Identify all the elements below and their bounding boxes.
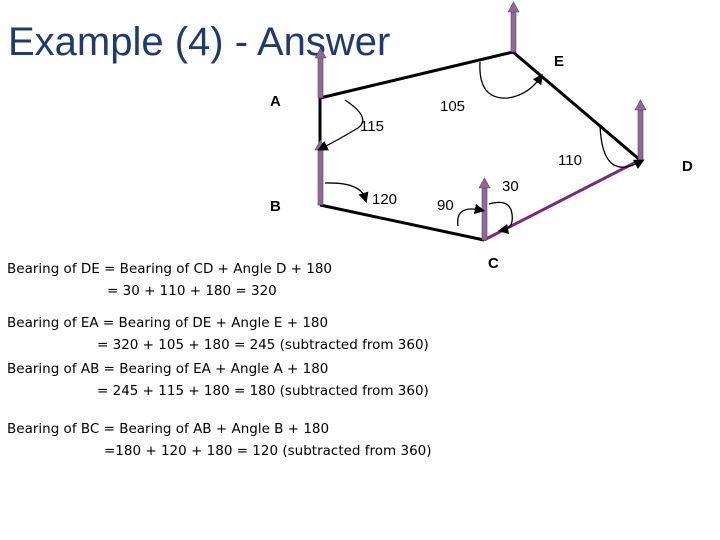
angle-arc-b: [324, 182, 369, 203]
north-arrow-b: [314, 139, 327, 206]
bearing-arc-cd: [488, 201, 513, 235]
angle-label-d: 110: [558, 152, 582, 169]
calc-de-line2: = 30 + 110 + 180 = 320: [107, 283, 277, 299]
angle-label-b: 120: [372, 191, 397, 208]
north-arrow-d: [634, 99, 647, 161]
calc-ea-line1: Bearing of EA = Bearing of DE + Angle E …: [7, 315, 329, 331]
calc-ab-line1: Bearing of AB = Bearing of EA + Angle A …: [7, 361, 329, 377]
angle-label-bearing-cd: 30: [502, 178, 519, 195]
calc-de: Bearing of DE = Bearing of CD + Angle D …: [7, 258, 332, 302]
north-arrow-e: [507, 1, 520, 53]
calc-ea: Bearing of EA = Bearing of DE + Angle E …: [7, 312, 429, 356]
side-bc: [319, 203, 485, 242]
angle-label-c: 90: [437, 197, 454, 214]
calc-ab: Bearing of AB = Bearing of EA + Angle A …: [7, 358, 429, 402]
calc-bc-line1: Bearing of BC = Bearing of AB + Angle B …: [7, 421, 330, 437]
angle-label-e: 105: [440, 98, 465, 115]
angle-arc-e: [479, 61, 544, 99]
calc-bc-line2: =180 + 120 + 180 = 120 (subtracted from …: [104, 443, 432, 459]
calc-bc: Bearing of BC = Bearing of AB + Angle B …: [7, 418, 432, 462]
angle-arc-d: [599, 124, 645, 170]
angle-arc-c: [457, 203, 486, 227]
calc-ea-line2: = 320 + 105 + 180 = 245 (subtracted from…: [97, 337, 429, 353]
side-ae: [319, 50, 514, 100]
page-title: Example (4) - Answer: [8, 20, 391, 64]
calc-de-line1: Bearing of DE = Bearing of CD + Angle D …: [7, 261, 333, 277]
calc-ab-line2: = 245 + 115 + 180 = 180 (subtracted from…: [97, 383, 429, 399]
north-arrow-c: [478, 177, 491, 241]
side-ed: [512, 50, 641, 162]
vertex-label-e: E: [554, 53, 564, 70]
angle-label-a: 115: [360, 118, 384, 135]
vertex-label-a: A: [270, 93, 281, 110]
vertex-label-c: C: [488, 255, 499, 272]
vertex-label-b: B: [270, 198, 281, 215]
angle-arc-a: [317, 99, 364, 151]
north-arrow-a: [314, 47, 327, 99]
vertex-label-d: D: [682, 158, 693, 175]
